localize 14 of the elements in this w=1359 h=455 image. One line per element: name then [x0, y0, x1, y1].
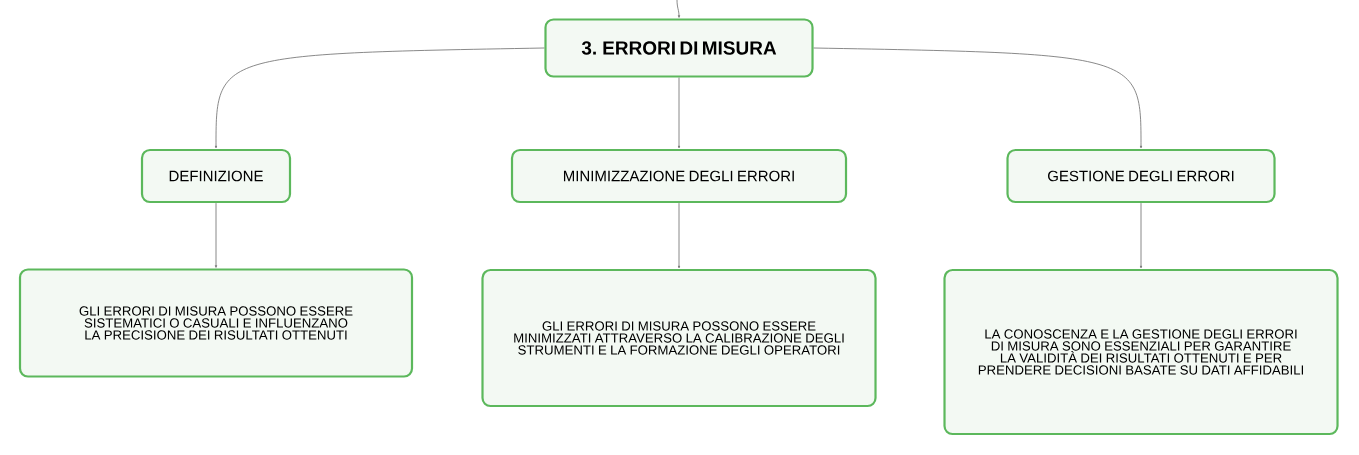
subtopic-box: DEFINIZIONE	[140, 148, 292, 204]
arrow	[677, 202, 681, 269]
arrow	[214, 47, 545, 149]
note-box: LA CONOSCENZA E LA GESTIONE DEGLI ERRORI DI MISURA SONO ESSENZIALI PER GARANTIRE LA VALIDITÀ DEI RISULTATI OTTENUTI E PER PRENDERE DECISIONI BASATE SU DATI AFFIDABILI	[943, 268, 1339, 436]
subtopic-box: MINIMIZZAZIONE DEGLI ERRORI	[510, 148, 848, 204]
arrow	[813, 47, 1143, 149]
arrow	[676, 0, 681, 18]
arrow	[1139, 202, 1143, 269]
topic-box: 3. ERRORI DI MISURA	[544, 18, 814, 78]
subtopic-box: GESTIONE DEGLI ERRORI	[1006, 148, 1276, 204]
note-box: GLI ERRORI DI MISURA POSSONO ESSERE MINIMIZZATI ATTRAVERSO LA CALIBRAZIONE DEGLI STRUMENTI E LA FORMAZIONE DEGLI OPERATORI	[481, 268, 877, 408]
arrow	[677, 77, 681, 149]
arrow	[214, 202, 218, 268]
note-box: GLI ERRORI DI MISURA POSSONO ESSERE SISTEMATICI O CASUALI E INFLUENZANO LA PRECISIONE DEI RISULTATI OTTENUTI	[18, 268, 414, 378]
